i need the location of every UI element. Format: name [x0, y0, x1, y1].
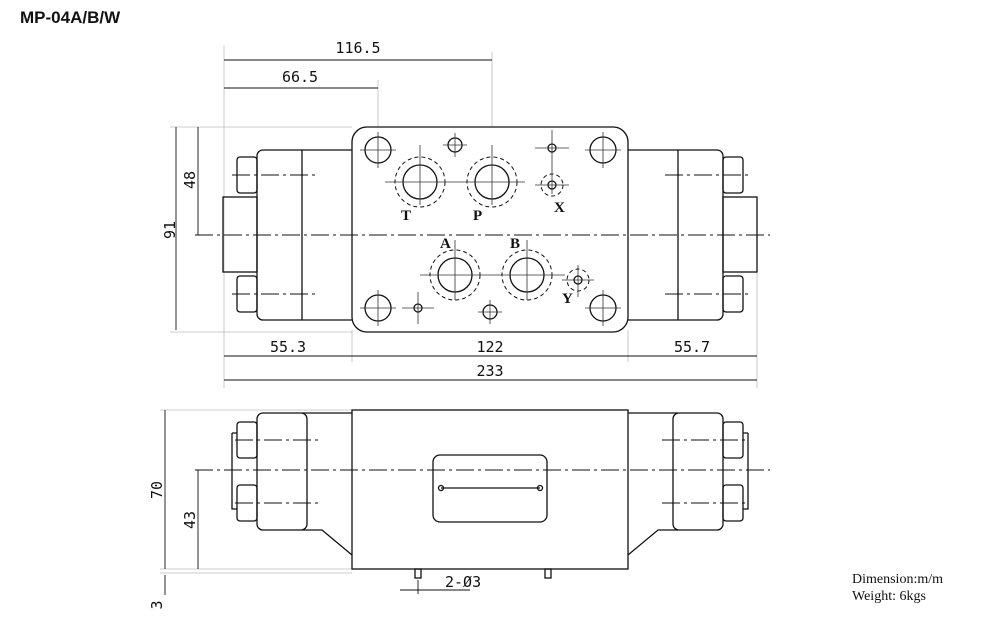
dimension-lines [164, 59, 757, 595]
units-note: Dimension:m/m [852, 572, 943, 587]
locating-pin [414, 568, 422, 579]
dim-91: 91 [161, 221, 179, 239]
dim-48: 48 [181, 171, 199, 189]
dim-55-3: 55.3 [270, 338, 306, 356]
top-view: T P A B X Y [195, 126, 770, 333]
port-label-x: X [554, 200, 565, 216]
dim-3: 3 [148, 600, 166, 609]
port-label-y: Y [562, 291, 573, 307]
dim-70: 70 [148, 481, 166, 499]
weight-note: Weight: 6kgs [852, 589, 926, 604]
dim-122: 122 [476, 338, 503, 356]
drawing-notes: Dimension:m/m Weight: 6kgs [852, 571, 943, 605]
port-label-t: T [401, 208, 411, 224]
front-view [195, 409, 770, 579]
dim-116-5: 116.5 [335, 39, 380, 57]
dim-pins: 2-Ø3 [445, 573, 481, 591]
dim-233: 233 [476, 362, 503, 380]
locating-pin [544, 568, 552, 579]
drawing-title: MP-04A/B/W [20, 8, 121, 27]
port-label-p: P [473, 208, 482, 224]
port-label-b: B [510, 236, 520, 252]
nameplate [432, 454, 548, 523]
port-label-a: A [440, 236, 451, 252]
dim-43: 43 [181, 511, 199, 529]
dim-55-7: 55.7 [674, 338, 710, 356]
dim-66-5: 66.5 [282, 68, 318, 86]
